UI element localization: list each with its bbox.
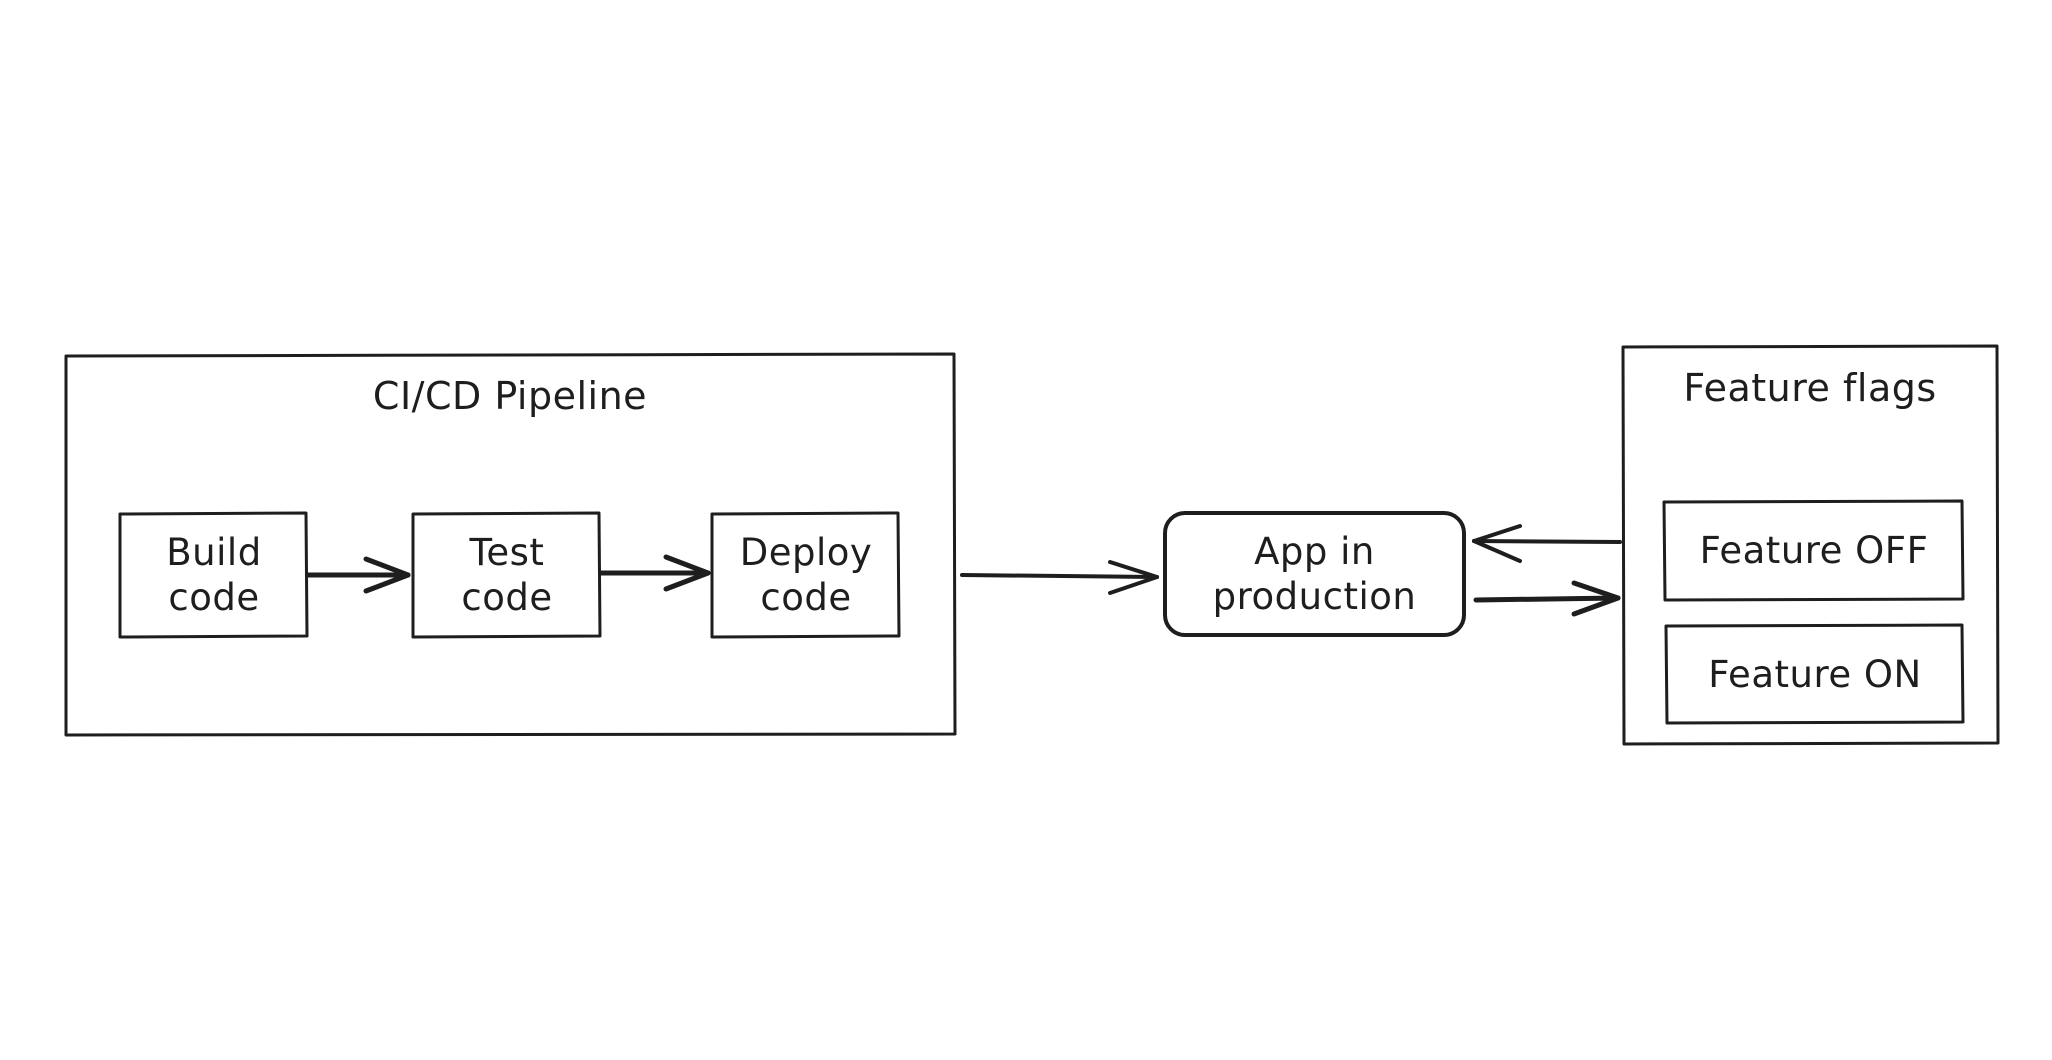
feature-on-box [1664, 623, 1965, 725]
app-in-production-label: App in production [1212, 529, 1417, 618]
test-code-label: Test code [461, 530, 553, 619]
arrow-pipeline-to-app [960, 560, 1159, 595]
arrow-build-to-test [305, 556, 411, 594]
build-code-label: Build code [166, 530, 262, 619]
feature-flags-title: Feature flags [1683, 365, 1937, 410]
arrow-app-to-flags [1473, 580, 1621, 617]
build-code-box [118, 511, 309, 639]
test-code-box [411, 511, 602, 639]
feature-off-label: Feature OFF [1699, 529, 1929, 573]
arrow-test-to-deploy [598, 554, 711, 592]
app-in-production-box [1163, 511, 1466, 637]
arrow-flags-to-app [1472, 524, 1622, 563]
deploy-code-box [710, 511, 901, 639]
pipeline-title: CI/CD Pipeline [372, 373, 648, 418]
pipeline-container [64, 352, 957, 737]
deploy-code-label: Deploy code [739, 530, 873, 619]
feature-on-label: Feature ON [1708, 652, 1922, 696]
feature-off-box [1662, 499, 1965, 602]
feature-flags-container [1621, 344, 2000, 746]
